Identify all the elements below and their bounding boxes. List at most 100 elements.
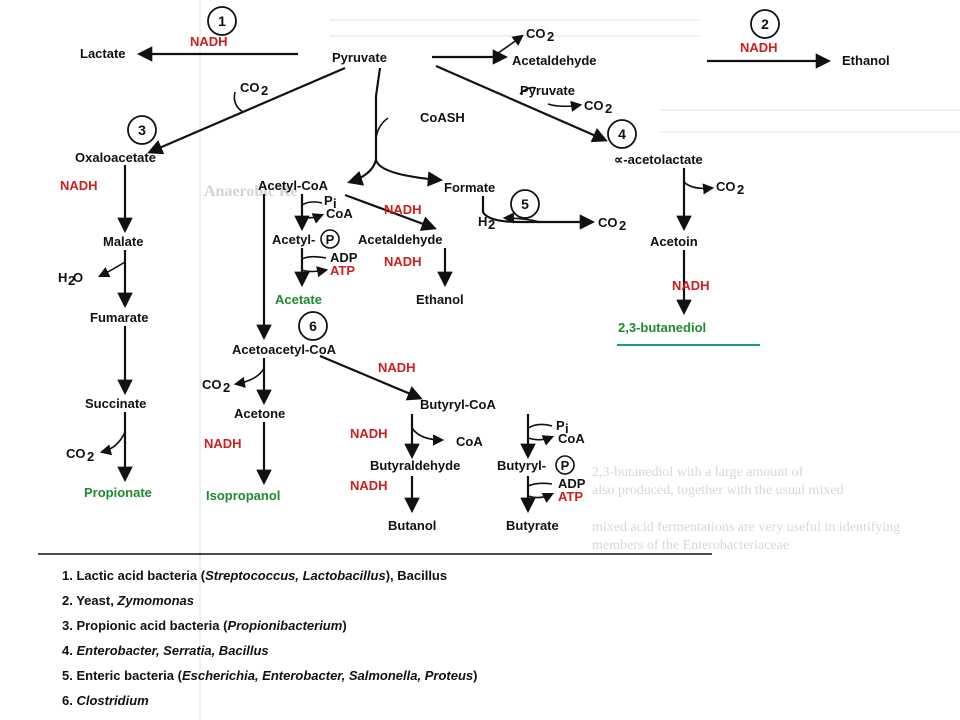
propionate-label: Propionate [84, 485, 152, 500]
acetoacetyl-coa-label: Acetoacetyl-CoA [232, 342, 337, 357]
co2-label: CO 2 [716, 179, 744, 197]
svg-text:2: 2 [223, 380, 230, 395]
svg-text:CO: CO [584, 98, 604, 113]
background-line: mixed acid fermentations are very useful… [592, 520, 900, 535]
acetolactate-label: ∝-acetolactate [614, 152, 703, 167]
pathway-number-2: 2 [750, 9, 780, 39]
coa-label: CoA [456, 434, 483, 449]
svg-text:P: P [326, 232, 335, 247]
succinate-label: Succinate [85, 396, 146, 411]
atp-label: ATP [558, 489, 583, 504]
nadh-label: NADH [350, 478, 388, 493]
legend-item-2: 2. Yeast, Zymomonas [62, 593, 194, 608]
svg-text:H: H [478, 214, 487, 229]
coash-label: CoASH [420, 110, 465, 125]
svg-text:2: 2 [488, 217, 495, 232]
pathway-number-1: 1 [207, 6, 237, 36]
co2-label: CO 2 [66, 446, 94, 464]
co2-label: CO 2 [526, 26, 554, 44]
svg-text:2: 2 [261, 83, 268, 98]
svg-text:6: 6 [309, 318, 317, 334]
legend-item-1: 1. Lactic acid bacteria (Streptococcus, … [62, 568, 447, 583]
coa-label: CoA [558, 431, 585, 446]
h2-label: H 2 [478, 214, 495, 232]
svg-text:2: 2 [737, 182, 744, 197]
lactate-label: Lactate [80, 46, 126, 61]
svg-text:2: 2 [68, 273, 75, 288]
fumarate-label: Fumarate [90, 310, 149, 325]
legend-item-5: 5. Enteric bacteria (Escherichia, Entero… [62, 668, 477, 683]
co2-label: CO 2 [202, 377, 230, 395]
butyrate-label: Butyrate [506, 518, 559, 533]
acetoin-label: Acetoin [650, 234, 698, 249]
svg-text:CO: CO [66, 446, 86, 461]
h2o-label: H 2 O [58, 270, 83, 288]
pathway-number-3: 3 [127, 115, 157, 145]
nadh-label: NADH [378, 360, 416, 375]
butyryl-coa-label: Butyryl-CoA [420, 397, 496, 412]
pathway-number-6: 6 [298, 311, 328, 341]
acetate-label: Acetate [275, 292, 322, 307]
legend-item-6: 6. Clostridium [62, 693, 149, 708]
nadh-label: NADH [350, 426, 388, 441]
svg-text:CO: CO [598, 215, 618, 230]
formate-label: Formate [444, 180, 495, 195]
background-line: members of the Enterobacteriaceae [592, 538, 789, 553]
nadh-label: NADH [740, 40, 778, 55]
malate-label: Malate [103, 234, 143, 249]
svg-text:H: H [58, 270, 67, 285]
butyraldehyde-label: Butyraldehyde [370, 458, 460, 473]
svg-text:i: i [565, 421, 569, 436]
phosphate-label: P i [324, 193, 337, 211]
nadh-label: NADH [672, 278, 710, 293]
butanol-label: Butanol [388, 518, 436, 533]
acetone-label: Acetone [234, 406, 285, 421]
acetyl-phosphate-label: Acetyl- P [272, 229, 340, 249]
pyruvate-label: Pyruvate [332, 50, 387, 65]
nadh-label: NADH [384, 254, 422, 269]
svg-text:CO: CO [202, 377, 222, 392]
svg-text:2: 2 [605, 101, 612, 116]
background-line: also produced, together with the usual m… [592, 483, 844, 498]
nadh-label: NADH [190, 34, 228, 49]
svg-text:CO: CO [240, 80, 260, 95]
pyruvate-label: Pyruvate [520, 83, 575, 98]
reaction-arrows [97, 34, 832, 514]
svg-text:CO: CO [716, 179, 736, 194]
svg-text:P: P [324, 193, 333, 208]
svg-text:2: 2 [87, 449, 94, 464]
butanediol-label: 2,3-butanediol [618, 320, 706, 335]
svg-text:P: P [561, 458, 570, 473]
nadh-label: NADH [60, 178, 98, 193]
atp-label: ATP [330, 263, 355, 278]
oxaloacetate-label: Oxaloacetate [75, 150, 156, 165]
svg-text:2: 2 [619, 218, 626, 233]
svg-text:CO: CO [526, 26, 546, 41]
adp-label: ADP [330, 250, 358, 265]
acetaldehyde-label: Acetaldehyde [512, 53, 597, 68]
organism-legend: 1. Lactic acid bacteria (Streptococcus, … [62, 568, 477, 708]
coa-label: CoA [326, 206, 353, 221]
svg-text:P: P [556, 418, 565, 433]
nadh-label: NADH [204, 436, 242, 451]
legend-item-3: 3. Propionic acid bacteria (Propionibact… [62, 618, 347, 633]
svg-text:2: 2 [547, 29, 554, 44]
background-heading: Anaerobic Re [204, 183, 297, 200]
svg-text:O: O [73, 270, 83, 285]
background-line: 2,3-butanediol with a large amount of [592, 465, 804, 480]
acetyl-coa-label: Acetyl-CoA [258, 178, 329, 193]
ethanol-label: Ethanol [416, 292, 464, 307]
svg-text:i: i [333, 196, 337, 211]
co2-label: CO 2 [240, 80, 268, 98]
pathway-number-4: 4 [607, 119, 637, 149]
svg-text:Acetyl-: Acetyl- [272, 232, 315, 247]
adp-label: ADP [558, 476, 586, 491]
phosphate-label: P i [556, 418, 569, 436]
svg-text:5: 5 [521, 196, 529, 212]
isopropanol-label: Isopropanol [206, 488, 280, 503]
svg-text:3: 3 [138, 122, 146, 138]
pathway-number-5: 5 [510, 189, 540, 219]
legend-item-4: 4. Enterobacter, Serratia, Bacillus [62, 643, 269, 658]
